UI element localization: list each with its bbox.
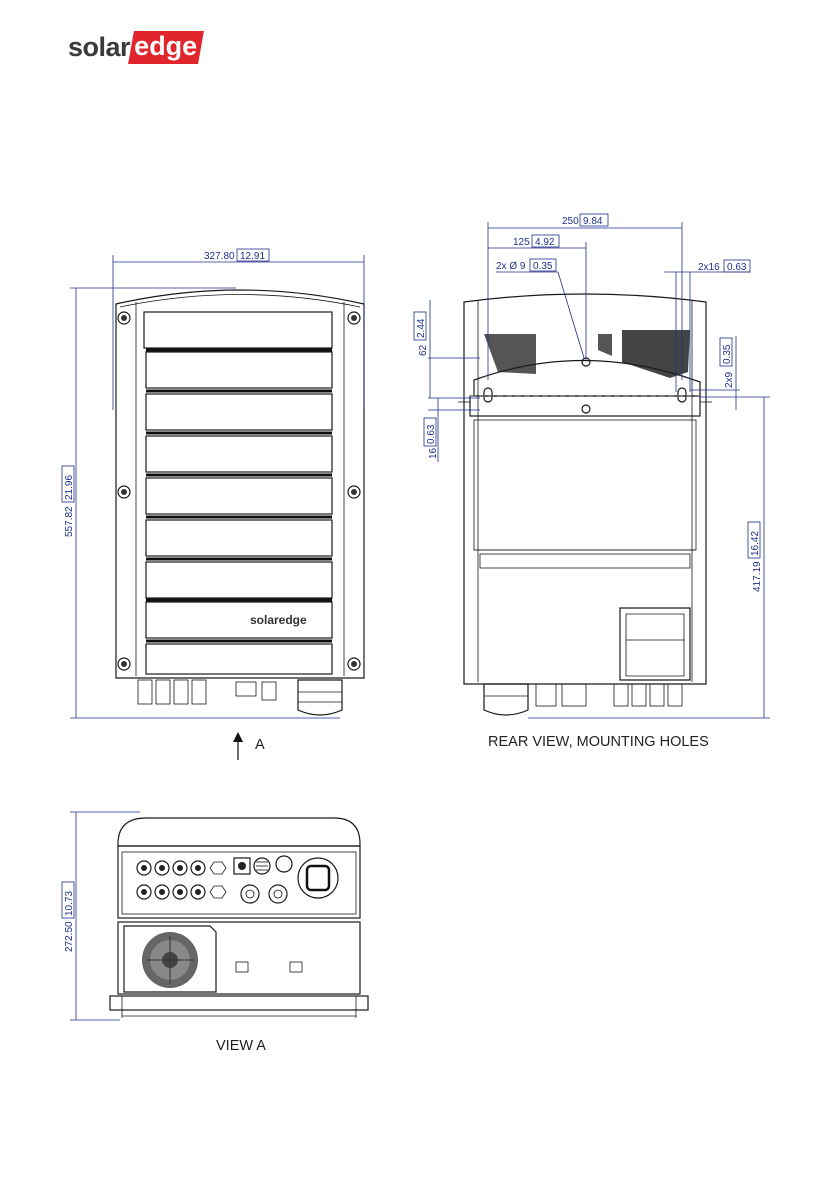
rear-half-dim: 125 xyxy=(513,237,530,248)
view-a-dimensions: 272.50 10.73 xyxy=(62,812,140,1020)
view-a-connector-panel xyxy=(118,846,360,918)
rear-dimensions: 250 9.84 125 4.92 2x Ø 9 0.35 2x16 0.63 … xyxy=(414,214,770,718)
front-fin xyxy=(146,394,332,430)
rear-view-caption: REAR VIEW, MOUNTING HOLES xyxy=(488,734,709,750)
view-a-arrow-icon xyxy=(233,732,243,760)
fan-icon xyxy=(142,932,198,988)
rear-vent-left xyxy=(484,334,536,374)
mounting-slot xyxy=(678,388,686,402)
view-a-caption: VIEW A xyxy=(216,1038,266,1054)
screw-icon xyxy=(348,486,360,498)
rear-bottom-connectors xyxy=(484,684,682,715)
front-fin xyxy=(146,520,332,556)
front-bottom-connectors xyxy=(138,680,342,715)
rear-16-dim: 16 xyxy=(428,447,439,459)
rear-total-dim-in: 9.84 xyxy=(583,216,603,227)
rear-height-dim: 417.19 xyxy=(752,561,763,592)
dc-connector-row xyxy=(137,861,205,875)
rear-hole-dim-in: 0.35 xyxy=(533,261,553,272)
view-a-arrow-label: A xyxy=(255,737,265,753)
rear-hole-dim: 2x Ø 9 xyxy=(496,261,526,272)
rear-height-dim-in: 16.42 xyxy=(750,531,761,556)
rear-16-dim-in: 0.63 xyxy=(426,424,437,444)
view-a-height-dim: 272.50 xyxy=(64,921,75,952)
screw-icon xyxy=(348,312,360,324)
mounting-hole xyxy=(582,405,590,413)
front-fin xyxy=(146,436,332,472)
view-a-bracket xyxy=(110,996,368,1010)
screw-icon xyxy=(118,486,130,498)
front-fin xyxy=(146,644,332,674)
screw-icon xyxy=(118,658,130,670)
rear-total-dim: 250 xyxy=(562,216,579,227)
rear-slot-width-dim-in: 0.35 xyxy=(722,344,733,364)
rear-slot-width-dim: 2x9 xyxy=(724,371,735,388)
rear-top-dim-in: 2.44 xyxy=(416,318,427,338)
rear-vent-right xyxy=(622,330,690,378)
screw-icon xyxy=(348,658,360,670)
rear-half-dim-in: 4.92 xyxy=(535,237,555,248)
view-a-height-dim-in: 10.73 xyxy=(64,891,75,916)
front-fin xyxy=(146,478,332,514)
front-fin xyxy=(146,352,332,388)
rear-upper-panel xyxy=(474,420,696,550)
front-nameplate: solaredge xyxy=(250,613,307,627)
rear-view xyxy=(458,294,712,715)
ac-gland xyxy=(298,680,342,715)
mounting-slot xyxy=(484,388,492,402)
front-view: solaredge xyxy=(116,290,364,715)
front-width-dim-in: 12.91 xyxy=(240,251,265,262)
dc-connector-row xyxy=(137,885,205,899)
front-height-dim: 557.82 xyxy=(64,506,75,537)
view-a xyxy=(110,818,368,1018)
front-fin xyxy=(146,562,332,598)
rear-handle-recess xyxy=(620,608,690,680)
rear-slot-dim-in: 0.63 xyxy=(727,262,747,273)
screw-icon xyxy=(118,312,130,324)
rear-slot-dim: 2x16 xyxy=(698,262,720,273)
ac-gland xyxy=(298,858,338,898)
rear-top-dim: 62 xyxy=(418,344,429,356)
view-a-top-cover xyxy=(118,818,360,846)
front-width-dim: 327.80 xyxy=(204,251,235,262)
front-height-dim-in: 21.96 xyxy=(64,475,75,500)
front-dimensions: 327.80 12.91 557.82 21.96 xyxy=(62,249,364,718)
front-fin xyxy=(144,312,332,348)
